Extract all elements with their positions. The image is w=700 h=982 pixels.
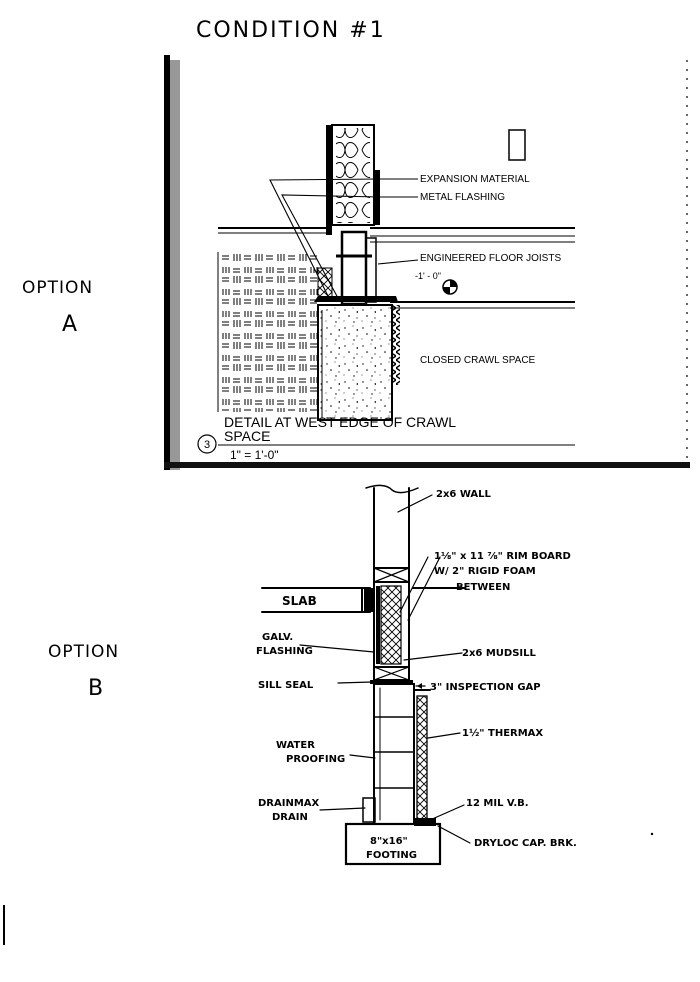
option-b-sketch [261,484,471,866]
label-engineered-joists: ENGINEERED FLOOR JOISTS [420,253,561,264]
label-footing-2: FOOTING [366,850,417,861]
label-water-1: WATER [276,740,315,751]
foundation-insulation [392,305,400,385]
option-a-label: OPTION [22,278,93,298]
detail-title-2: SPACE [224,428,270,444]
wall-insulation [336,128,370,223]
label-elevation: -1' - 0" [415,271,441,281]
label-water-2: PROOFING [286,754,345,765]
inspection-arrow [417,683,422,689]
sheet-shadow-gradient [170,60,180,470]
label-crawl-space: CLOSED CRAWL SPACE [420,355,536,366]
label-expansion-material: EXPANSION MATERIAL [420,174,530,185]
drain [362,797,376,823]
rim-board [340,230,368,306]
leader-lines-a [269,178,419,301]
label-drain-2: DRAIN [272,812,308,823]
option-b-letter: B [88,676,103,701]
speck [650,832,654,836]
label-rim-2: W/ 2" RIGID FOAM [434,566,536,577]
window-symbol [508,129,526,161]
sill-plate [314,296,398,302]
mudsill-x [373,666,410,681]
wall-drywall [374,170,380,225]
label-rim-3: BETWEEN [456,582,510,593]
label-dryloc: DRYLOC CAP. BRK. [474,838,577,849]
elevation-marker-q3 [443,287,450,294]
sheet-shadow-bottom [164,462,690,468]
option-a-detail: EXPANSION MATERIAL METAL FLASHING ENGINE… [164,55,690,470]
label-sill-seal: SILL SEAL [258,680,314,691]
label-vb: 12 MIL V.B. [466,798,529,809]
top-plate-x [373,567,410,583]
sheet-shadow-left [164,55,170,470]
label-mudsill: 2x6 MUDSILL [462,648,537,659]
label-slab: SLAB [282,594,317,608]
option-a-letter: A [62,312,77,337]
elevation-marker-q1 [450,280,457,287]
label-thermax: 1½" THERMAX [462,728,543,739]
joist-end [365,237,377,303]
label-inspection-gap: 3" INSPECTION GAP [430,682,541,693]
wall-break-line [365,484,419,494]
label-metal-flashing: METAL FLASHING [420,192,505,203]
sill-seal-line [370,680,413,684]
thermax-board [416,695,428,823]
foundation-wall [317,304,393,421]
margin-mark [3,905,5,945]
detail-title-1: DETAIL AT WEST EDGE OF CRAWL [224,414,456,430]
detail-number-bubble [197,434,217,454]
rigid-foam [380,585,402,665]
slab-insulation [364,588,373,612]
label-2x6-wall: 2x6 WALL [436,489,492,500]
label-rim-1: 1⅛" x 11 ⅞" RIM BOARD [434,551,571,562]
label-footing-1: 8"x16" [370,836,408,847]
footing [344,822,442,866]
option-b-label: OPTION [48,642,119,662]
detail-number: 3 [204,439,210,451]
label-galv-2: FLASHING [256,646,313,657]
rim-board-fill [376,586,380,664]
leader-lines-b [299,494,471,844]
label-drain-1: DRAINMAX [258,798,320,809]
label-galv-1: GALV. [262,632,293,643]
expansion-material-fill [317,267,333,301]
option-b-labels: 2x6 WALL 1⅛" x 11 ⅞" RIM BOARD W/ 2" RIG… [256,489,577,861]
dryloc-capillary-break [414,818,436,826]
condition-title: CONDITION #1 [196,18,386,43]
soil-hatch [218,252,318,412]
detail-scale: 1" = 1'-0" [230,448,279,462]
